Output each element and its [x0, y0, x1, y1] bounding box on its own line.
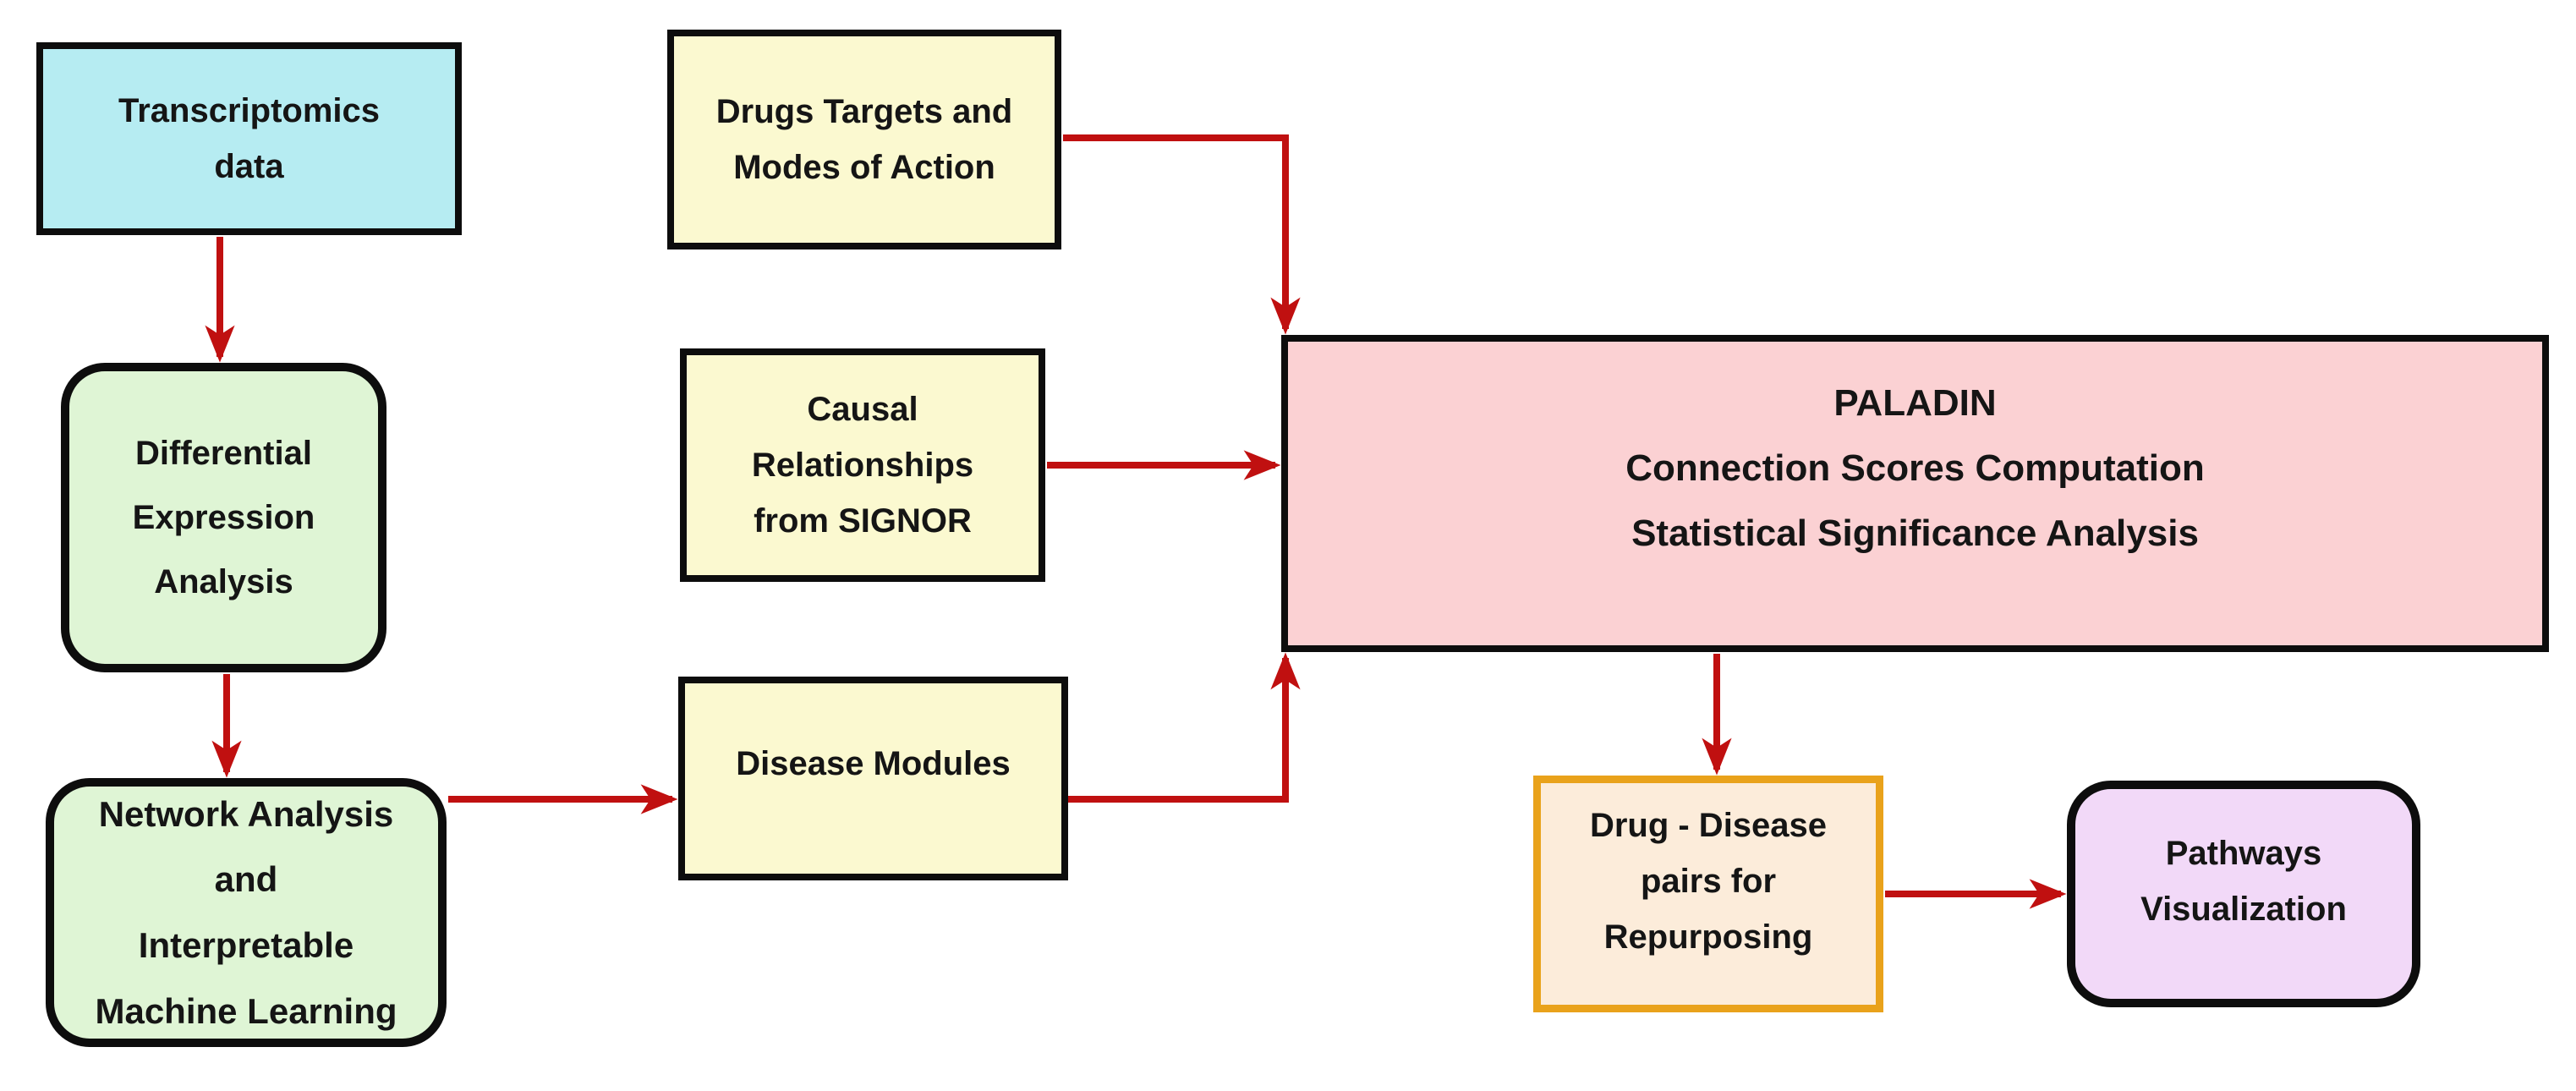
node-label: Differential Expression Analysis — [132, 435, 315, 600]
node-drugs-targets-modes-of-action: Drugs Targets and Modes of Action — [667, 30, 1061, 249]
node-label: Drugs Targets and Modes of Action — [715, 93, 1013, 186]
node-label: Causal Relationships from SIGNOR — [751, 391, 974, 540]
node-paladin: PALADIN Connection Scores Computation St… — [1281, 335, 2549, 652]
node-label: PALADIN Connection Scores Computation St… — [1625, 382, 2205, 554]
edge-disease-modules-to-paladin — [1068, 652, 1301, 803]
node-drug-disease-pairs: Drug - Disease pairs for Repurposing — [1533, 776, 1883, 1012]
node-disease-modules: Disease Modules — [678, 677, 1068, 880]
node-differential-expression-analysis: Differential Expression Analysis — [61, 363, 386, 672]
node-network-analysis-ml: Network Analysis and Interpretable Machi… — [46, 778, 447, 1047]
node-label: Transcriptomics data — [118, 92, 380, 185]
node-label: Network Analysis and Interpretable Machi… — [95, 793, 397, 1031]
node-transcriptomics-data: Transcriptomics data — [36, 42, 462, 235]
node-label: Pathways Visualization — [2140, 835, 2347, 928]
node-label: Drug - Disease pairs for Repurposing — [1589, 807, 1828, 956]
edge-drugs-targets-to-paladin — [1063, 134, 1301, 335]
node-label: Disease Modules — [736, 744, 1011, 782]
node-causal-relationships-signor: Causal Relationships from SIGNOR — [680, 348, 1045, 582]
node-pathways-visualization: Pathways Visualization — [2067, 781, 2420, 1007]
